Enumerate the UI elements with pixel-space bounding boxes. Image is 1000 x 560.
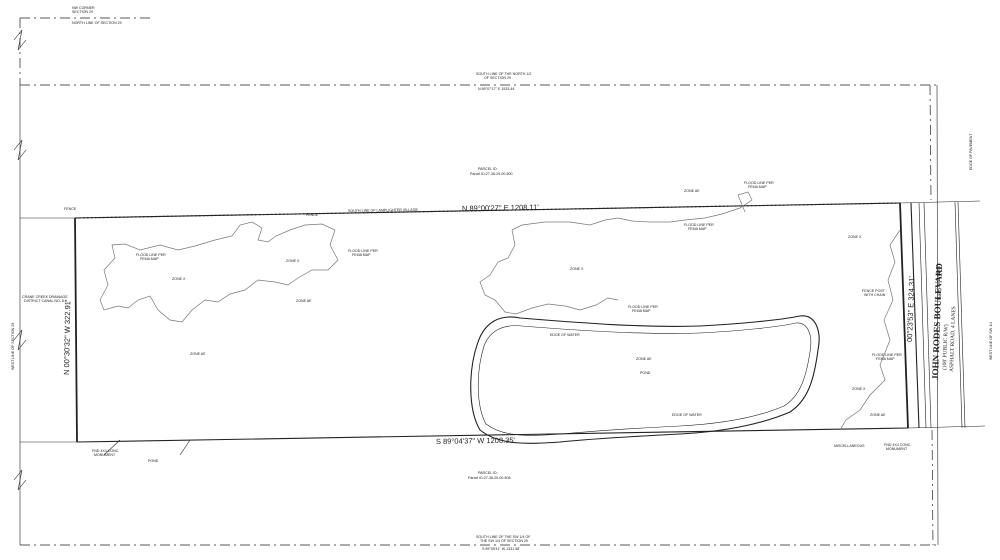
edge-pavement-w-label: EDGE OF PAVEMENT [937, 263, 941, 300]
flood-line-w1b-label: FEMA MAP [140, 257, 159, 261]
zone-ae-southwest-label: ZONE AE [190, 352, 206, 356]
road-right-of-way [910, 84, 966, 546]
zone-x-central-label: ZONE X [570, 267, 584, 271]
right-bearing-label: 00°23'53" E 324.31' [905, 276, 916, 343]
top-bearing-label: N 89°00'27" E 1208.11' [462, 203, 539, 213]
property-boundary [20, 200, 986, 443]
east-boundary-line [899, 202, 909, 429]
pond-south-label: POND [148, 459, 159, 463]
zone-ae-west-label: ZONE AE [296, 299, 312, 303]
flood-line-e-label: FLOOD LINE PER [872, 353, 902, 357]
flood-line-w2b-label: FEMA MAP [352, 253, 371, 257]
fence-n-label: FENCE [306, 213, 319, 217]
bottom-corner-bearing-label: S 89°05'41" W 1331.58' [482, 547, 520, 551]
road-sub2-label: ASPHALT ROAD, 4 LANES [949, 306, 957, 372]
fence-post-label: FENCE POST [862, 289, 886, 293]
zone-x-southeast-label: ZONE X [852, 387, 866, 391]
zone-x-west-label: ZONE X [172, 277, 186, 281]
zone-x-east-label: ZONE X [848, 235, 862, 239]
flood-line-n-label: FLOOD LINE PER [744, 181, 774, 185]
flood-line-c1b-label: FEMA MAP [688, 227, 707, 231]
parcel-bottom-label: PARCEL ID: [478, 471, 498, 475]
edge-pavement-e-label: EDGE OF PAVEMENT [969, 133, 973, 170]
nw-corner-label: NW CORNER [72, 6, 95, 10]
west-margin-ticks [13, 29, 27, 491]
flood-line-w1-label: FLOOD LINE PER [136, 253, 166, 257]
south-line-lp-label: SOUTH LINE OF LAMPLIGHTER VILLAGE [348, 208, 419, 213]
flood-zone-line-east [839, 229, 901, 431]
drainage2-label: DISTRICT CANAL NO. 8-1 [24, 299, 67, 303]
found-iron-se-label: FND 4X4 CONC. [884, 443, 911, 447]
north-line-label: NORTH LINE OF SECTION 29 [72, 21, 122, 25]
north-bearing-label: N 89°07'17" E 1533.44' [478, 87, 515, 91]
section-frame [19, 17, 939, 546]
west-boundary-line [74, 217, 78, 443]
fence-post2-label: WITH CHAIN [864, 293, 886, 297]
zone-ae-southeast-label: ZONE AE [870, 413, 886, 417]
edge-water-n-label: EDGE OF WATER [550, 333, 580, 337]
road-sub1-label: (100' PUBLIC R/W) [941, 324, 950, 370]
zone-x-west2-label: ZONE X [286, 259, 300, 263]
nw-corner-sec-label: SECTION 29 [72, 10, 93, 14]
south-line-n12-sec-label: OF SECTION 29 [484, 76, 511, 80]
west-line-sw-label: WEST LINE OF SW 1/4 [989, 322, 993, 360]
pond-outline [470, 315, 820, 444]
found-iron-se2-label: MONUMENT [886, 447, 908, 451]
flood-line-c2b-label: FEMA MAP [632, 309, 651, 313]
south-line-bottom2-label: THE SW 1/4 OF SECTION 29 [480, 539, 528, 543]
annotations: NW CORNER SECTION 29 NORTH LINE OF SECTI… [11, 6, 993, 551]
left-bearing-label: N 00°30'32" W 322.91' [62, 299, 72, 375]
road-name-label: JOHN RODES BOULEVARD [930, 262, 944, 380]
flood-line-c1-label: FLOOD LINE PER [684, 223, 714, 227]
found-iron-label: FND 4X4 CONC. [92, 449, 119, 453]
flood-line-w2-label: FLOOD LINE PER [348, 249, 378, 253]
drainage-label: CRANE CREEK DRAINAGE [22, 295, 68, 299]
flood-line-nb-label: FEMA MAP [748, 185, 767, 189]
west-line-label: WEST LINE OF SECTION 29 [11, 323, 15, 370]
south-boundary-line [76, 427, 909, 443]
flood-zone-line-central [479, 191, 753, 315]
parcel-top-label: PARCEL ID: [478, 167, 498, 171]
edge-water-s-label: EDGE OF WATER [672, 413, 702, 417]
parcel-bottom-id-label: Parcel ID:27-36-29-00-508 [468, 476, 511, 480]
pond-label: POND [640, 371, 651, 375]
flood-line-eb-label: FEMA MAP [876, 357, 895, 361]
zone-ae-north-label: ZONE AE [684, 189, 700, 193]
bottom-bearing-label: S 89°04'37" W 1208.35' [436, 436, 516, 446]
parcel-top-id-label: Parcel ID:27-36-29-00-500 [470, 172, 513, 176]
pond-south-west [103, 439, 191, 456]
flood-line-c2-label: FLOOD LINE PER [628, 305, 658, 309]
fence-nw-label: FENCE [64, 207, 77, 211]
south-line-bottom-label: SOUTH LINE OF THE SW 1/4 OF [476, 535, 531, 539]
zone-ae-pond-label: ZONE AE [636, 357, 652, 361]
flood-zone-line-west [99, 221, 339, 323]
south-line-n12-label: SOUTH LINE OF THE NORTH 1/2 [476, 72, 531, 76]
found-iron2-label: MONUMENT [94, 453, 116, 457]
miscellaneous-label: MISCELLANEOUS [834, 444, 865, 448]
